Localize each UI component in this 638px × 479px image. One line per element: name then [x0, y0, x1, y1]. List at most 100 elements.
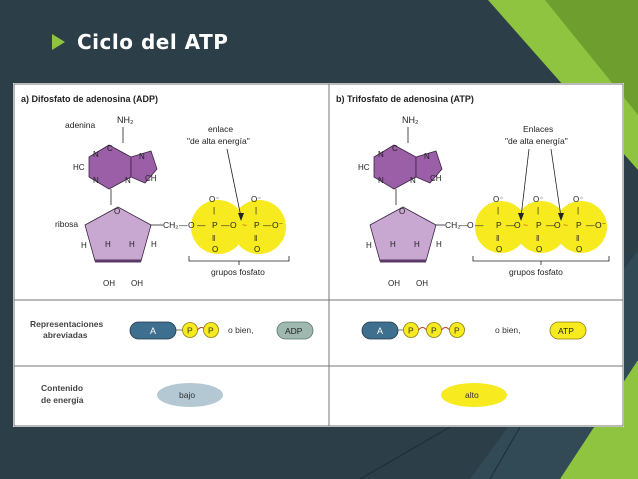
adp-atp-diagram: a) Difosfato de adenosina (ADP) adenina … [13, 83, 624, 427]
atp-abbrev-high-energy-link-2 [441, 327, 450, 331]
adp-section: a) Difosfato de adenosina (ADP) adenina … [21, 94, 290, 288]
atp-grupos-bracket [472, 256, 610, 265]
adp-enlace-arrowhead [238, 213, 244, 221]
atp-nh2: NH₂ [402, 115, 419, 125]
atp-short-label: ATP [558, 326, 574, 336]
representaciones-label: Representaciones [30, 319, 103, 329]
adp-bottom-o: O [212, 245, 218, 254]
atp-chain-token: — [586, 220, 595, 230]
atp-enlaces-label-2: "de alta energía" [505, 136, 568, 146]
adp-abbrev-p1: P [187, 326, 193, 336]
atp-abbrev-p1: P [408, 326, 414, 336]
adp-atom-n: N [139, 152, 145, 161]
adp-single-bond: | [213, 206, 215, 215]
adp-abbrev-p2-circle [203, 322, 219, 338]
atp-atom-n: N [410, 176, 416, 185]
adp-abbrev-p2: P [208, 326, 214, 336]
atp-chain-token: P [576, 220, 582, 230]
atp-single-bond: | [497, 206, 499, 215]
atp-chain-token: ~ [563, 220, 568, 230]
atp-double-bond: ‖ [576, 234, 579, 243]
atp-chain-token: — [546, 220, 555, 230]
atp-atom-c: C [392, 144, 398, 153]
atp-abbrev-p3-circle [449, 322, 465, 338]
slide-title: Ciclo del ATP [77, 30, 229, 54]
atp-top-o-minus-3: O⁻ [573, 195, 583, 204]
adp-chain-token: — [197, 220, 206, 230]
adp-atom-n: N [93, 176, 99, 185]
atp-phosphate-circle-1 [475, 201, 527, 253]
adp-obien: o bien, [228, 325, 254, 335]
adp-phosphate-circle-2 [232, 200, 286, 254]
adp-chain-token: O⁻ [272, 220, 284, 230]
contenido-label-2: de energía [41, 395, 84, 405]
adp-heading: a) Difosfato de adenosina (ADP) [21, 94, 158, 104]
atp-chain-token: O [554, 220, 561, 230]
atp-short-pill [549, 321, 587, 340]
atp-chain-token: CH₂ [445, 220, 461, 230]
adp-atom-oh: OH [131, 279, 143, 288]
adp-short-label: ADP [285, 326, 303, 336]
atp-abbrev-p3: P [454, 326, 460, 336]
adp-atom-h: H [81, 241, 87, 250]
adp-double-bond: ‖ [212, 234, 215, 243]
atp-atom-h: H [390, 240, 396, 249]
atp-heading: b) Trifosfato de adenosina (ATP) [336, 94, 474, 104]
adp-atom-hc: HC [73, 163, 85, 172]
adp-chain-token: P [212, 220, 218, 230]
atp-atom-oh: OH [388, 279, 400, 288]
atp-energy-ellipse [441, 383, 507, 407]
atp-abbrev-adenosine-pill [361, 321, 399, 340]
atp-single-bond: | [577, 206, 579, 215]
atp-phosphate-circle-3 [555, 201, 607, 253]
adp-chain-token: O [230, 220, 237, 230]
atp-atom-n: N [424, 152, 430, 161]
atp-energy-label: alto [465, 390, 479, 400]
adp-short-pill [276, 321, 314, 340]
adp-chain-token: ~ [242, 220, 247, 230]
atp-single-bond: | [537, 206, 539, 215]
adp-abbrev-a: A [150, 326, 156, 336]
adp-chain-token: — [221, 220, 230, 230]
atp-chain-token: — [506, 220, 515, 230]
atp-chain-token: P [496, 220, 502, 230]
atp-abbrev-a: A [377, 326, 383, 336]
atp-abbrev-p2: P [431, 326, 437, 336]
atp-bottom-o: O [496, 245, 502, 254]
atp-enlace-arrow-1 [520, 148, 530, 218]
atp-chain-token: ~ [523, 220, 528, 230]
adp-enlace-label: enlace [208, 124, 233, 134]
atp-top-o-minus-1: O⁻ [493, 195, 503, 204]
decor-line [489, 426, 521, 479]
adp-adenina-label: adenina [65, 120, 96, 130]
adp-bottom-o: O [254, 245, 260, 254]
atp-atom-hc: HC [358, 163, 370, 172]
atp-ribose-o: O [399, 207, 405, 216]
figure-panel: a) Difosfato de adenosina (ADP) adenina … [13, 83, 624, 427]
adp-atom-h: H [151, 240, 157, 249]
atp-atom-oh: OH [416, 279, 428, 288]
atp-atom-h: H [366, 241, 372, 250]
adp-grupos-bracket [188, 256, 290, 265]
contenido-label: Contenido [41, 383, 83, 393]
atp-enlace-arrowhead-2 [558, 213, 564, 221]
adp-atom-ch: CH [145, 174, 157, 183]
title-row: Ciclo del ATP [52, 30, 228, 54]
adp-ribose-o: O [114, 207, 120, 216]
atp-atom-h: H [414, 240, 420, 249]
adp-abbrev-adenosine-pill [129, 321, 177, 340]
atp-abbrev-high-energy-link-1 [418, 327, 427, 331]
atp-top-o-minus-2: O⁻ [533, 195, 543, 204]
adp-ribosa-label: ribosa [55, 219, 78, 229]
atp-bottom-o: O [576, 245, 582, 254]
adp-chain-token: — [179, 220, 188, 230]
atp-enlace-arrow-2 [550, 148, 562, 218]
atp-chain-token: O [467, 220, 474, 230]
adp-atom-oh: OH [103, 279, 115, 288]
adp-grupos-label: grupos fosfato [211, 267, 265, 277]
adp-energy-ellipse [157, 383, 223, 407]
decor-line [359, 426, 451, 479]
atp-adenine-five-ring [415, 150, 443, 184]
adp-enlace-arrow [226, 148, 242, 218]
